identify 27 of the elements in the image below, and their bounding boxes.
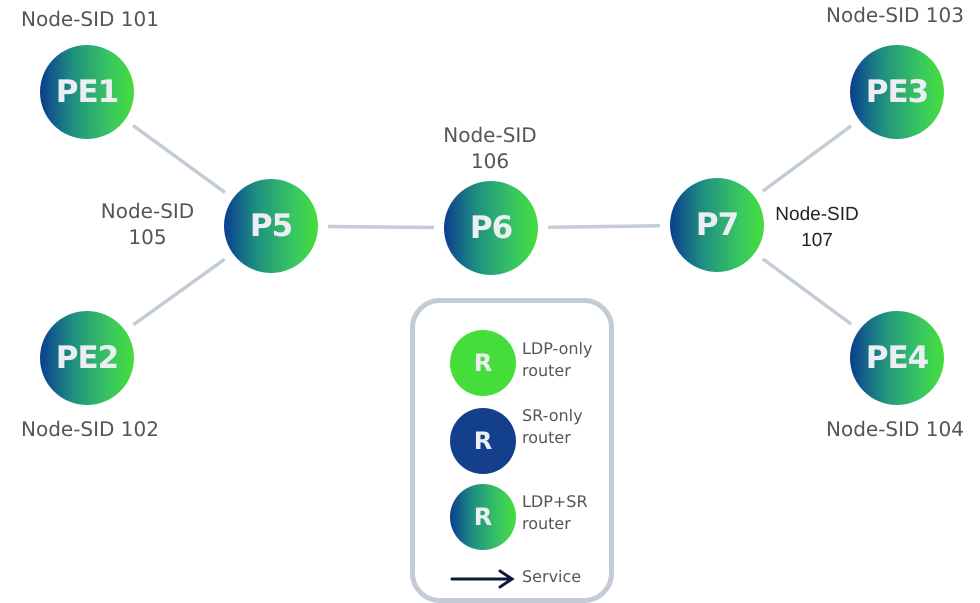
node-sid-label: Node-SID 103 (825, 2, 965, 28)
legend-text: SR-only router (522, 405, 584, 449)
node-sid-label: Node-SID 102 (20, 416, 160, 442)
node-sid-label: Node-SID 107 (774, 203, 860, 253)
link-line (762, 124, 852, 193)
router-name: PE1 (56, 74, 118, 110)
router-letter: R (474, 349, 492, 377)
link-line (132, 258, 226, 326)
legend-text: LDP+SR router (522, 491, 589, 535)
node-sid-label: Node-SID 101 (20, 6, 160, 32)
link-line (132, 124, 226, 194)
node-sid-label: Node-SID 104 (825, 416, 965, 442)
router-name: PE3 (866, 74, 928, 110)
router-letter: R (474, 427, 492, 455)
legend-text: LDP-only router (522, 338, 594, 382)
link-line (762, 257, 852, 326)
router-name: P7 (696, 207, 738, 243)
router-name: P6 (470, 210, 512, 246)
router-name: PE4 (866, 340, 928, 376)
router-name: PE2 (56, 340, 118, 376)
link-line (328, 224, 434, 230)
node-sid-label: Node-SID 105 (100, 198, 195, 250)
legend-text: Service (522, 566, 582, 588)
router-name: P5 (250, 208, 292, 244)
link-line (548, 224, 660, 229)
router-letter: R (474, 503, 492, 531)
node-sid-label: Node-SID 106 (442, 122, 538, 174)
